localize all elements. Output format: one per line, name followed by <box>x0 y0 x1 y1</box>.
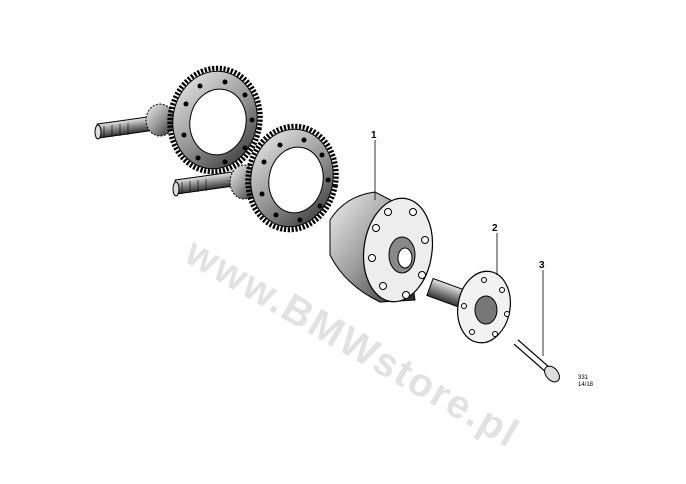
lower-ring-gear-assembly <box>172 123 339 233</box>
differential-carrier <box>329 191 434 303</box>
bolt <box>513 339 560 383</box>
lower-crown-wheel <box>245 123 339 233</box>
reference-code: 331 14/18 <box>578 375 593 388</box>
callout-1: 1 <box>371 130 377 141</box>
callout-2: 2 <box>492 223 498 234</box>
callout-3: 3 <box>539 260 545 271</box>
reference-code-line1: 331 <box>578 375 589 381</box>
upper-crown-wheel <box>167 65 263 175</box>
drive-flange <box>426 270 511 344</box>
lower-pinion-shaft <box>172 169 249 197</box>
upper-ring-gear-assembly <box>94 65 263 175</box>
reference-code-line2: 14/18 <box>578 381 594 388</box>
